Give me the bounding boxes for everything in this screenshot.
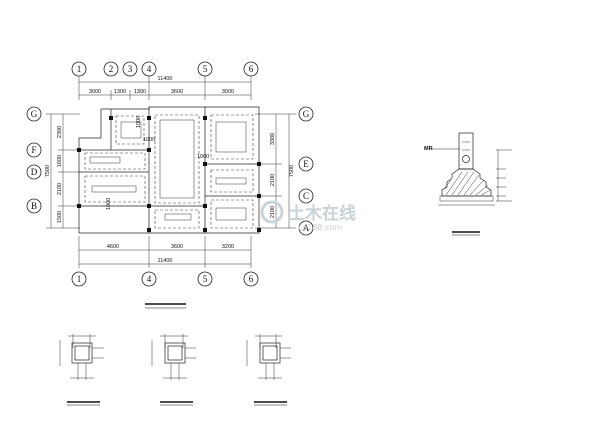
dim: 2300 [57, 126, 63, 138]
axis-bubble: 3 [128, 64, 133, 74]
axis-bubble: 4 [147, 64, 152, 74]
inner-dim: 1000 [136, 116, 142, 128]
column-detail-1 [59, 334, 104, 406]
dim: 3300 [270, 133, 276, 145]
footing-hatch [443, 171, 491, 196]
watermark: 土木在线 co188.com [260, 200, 356, 232]
dim: 1600 [57, 155, 63, 167]
bottom-dimensions: 4600 3600 3200 11400 [78, 236, 252, 268]
dim: 3600 [171, 244, 183, 250]
dim: 3600 [171, 89, 183, 95]
dim-total: 7500 [45, 165, 51, 177]
axis-bubble: E [303, 159, 309, 169]
right-dimensions: 3300 2100 2100 7500 [255, 113, 296, 229]
axis-bubble: D [31, 167, 38, 177]
dim: 2100 [270, 206, 276, 218]
top-dimensions: 11400 3000 1300 1300 3600 3000 [78, 76, 252, 100]
dim: 1300 [114, 89, 126, 95]
dim: 3000 [89, 89, 101, 95]
dim: 1300 [134, 89, 146, 95]
watermark-text: 土木在线 [288, 203, 356, 224]
bottom-axis-bubbles: 1 4 5 6 [71, 271, 259, 287]
dim-total: 11400 [158, 76, 173, 82]
axis-bubble: 6 [249, 64, 254, 74]
watermark-sub: co188.com [298, 223, 342, 232]
left-axis-bubbles: G F D B [26, 106, 42, 214]
footing-section: MR [424, 132, 512, 236]
dim: 1500 [57, 211, 63, 223]
dim-total: 7500 [289, 165, 295, 177]
foundation-plan: 1000 1000 1000 1000 [77, 106, 261, 234]
right-axis-bubbles: G E C A [298, 106, 314, 236]
column-detail-3 [246, 334, 291, 406]
section-label: MR [424, 146, 433, 152]
axis-bubble: G [303, 109, 310, 119]
axis-bubble: 4 [147, 274, 152, 284]
axis-bubble: 2 [109, 64, 114, 74]
axis-bubble: F [31, 145, 36, 155]
inner-dim: 1000 [143, 137, 155, 143]
dim: 3200 [222, 244, 234, 250]
axis-bubble: C [303, 191, 309, 201]
column-detail-2 [151, 334, 196, 406]
inner-dim: 1000 [106, 198, 112, 210]
dim: 2100 [57, 183, 63, 195]
axis-bubble: 1 [77, 64, 82, 74]
axis-bubble: 1 [77, 274, 82, 284]
axis-bubble: 6 [249, 274, 254, 284]
axis-bubble: A [303, 223, 310, 233]
left-dimensions: 2300 1600 2100 1500 7500 [45, 113, 80, 229]
top-axis-bubbles: 1 2 3 4 5 6 [71, 61, 259, 77]
dim-total: 11400 [158, 258, 173, 264]
axis-bubble: G [31, 109, 38, 119]
axis-bubble: 5 [203, 64, 208, 74]
inner-dim: 1000 [197, 154, 209, 160]
axis-bubble: B [31, 201, 37, 211]
dim: 3000 [222, 89, 234, 95]
dim: 4600 [107, 244, 119, 250]
dim: 2100 [270, 174, 276, 186]
axis-bubble: 5 [203, 274, 208, 284]
plan-title-underline [145, 303, 186, 309]
